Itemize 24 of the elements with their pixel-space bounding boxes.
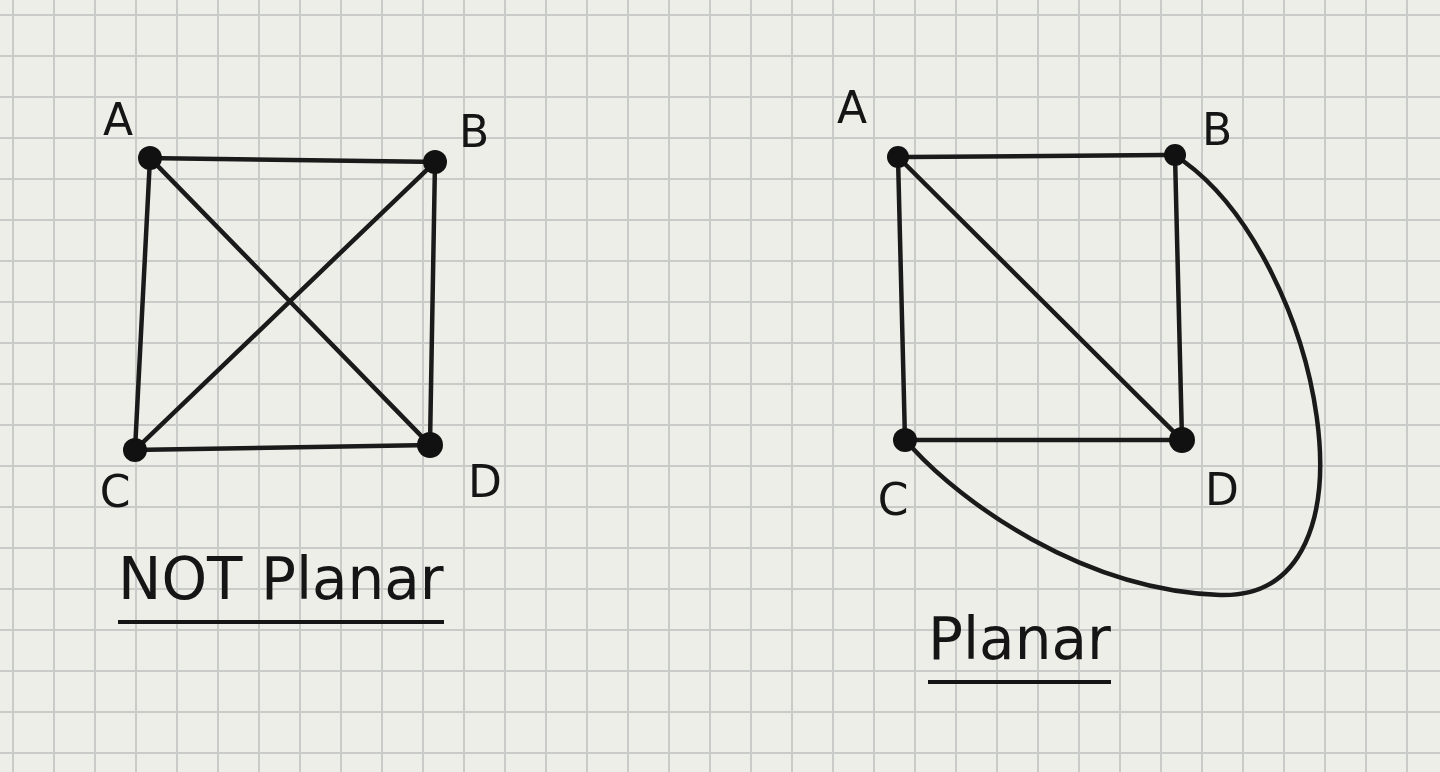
vertex-label: B bbox=[1201, 108, 1233, 152]
vertex-label: D bbox=[1205, 468, 1239, 512]
graph-edge bbox=[903, 162, 1176, 434]
vertex-label: C bbox=[99, 470, 131, 514]
vertex-label: D bbox=[468, 460, 502, 504]
vertex-label: B bbox=[458, 110, 490, 154]
vertex-dot bbox=[423, 150, 447, 174]
vertex-dot bbox=[123, 438, 147, 462]
vertex-dot bbox=[138, 146, 162, 170]
graph-edge bbox=[133, 167, 152, 441]
vertex-label: A bbox=[836, 86, 868, 130]
graph-edge bbox=[910, 159, 1323, 598]
vertex-label: A bbox=[102, 98, 134, 142]
graph-edge bbox=[896, 165, 907, 431]
graph-caption: Planar bbox=[928, 608, 1111, 684]
vertex-dot bbox=[417, 432, 443, 458]
graph-edge bbox=[428, 171, 438, 435]
graph-caption: NOT Planar bbox=[118, 548, 444, 624]
vertex-label: C bbox=[877, 478, 909, 522]
vertex-dot bbox=[893, 428, 917, 452]
vertex-dot bbox=[1164, 144, 1186, 166]
graph-edge bbox=[1173, 163, 1184, 430]
vertex-dot bbox=[887, 146, 909, 168]
vertex-dot bbox=[1169, 427, 1195, 453]
